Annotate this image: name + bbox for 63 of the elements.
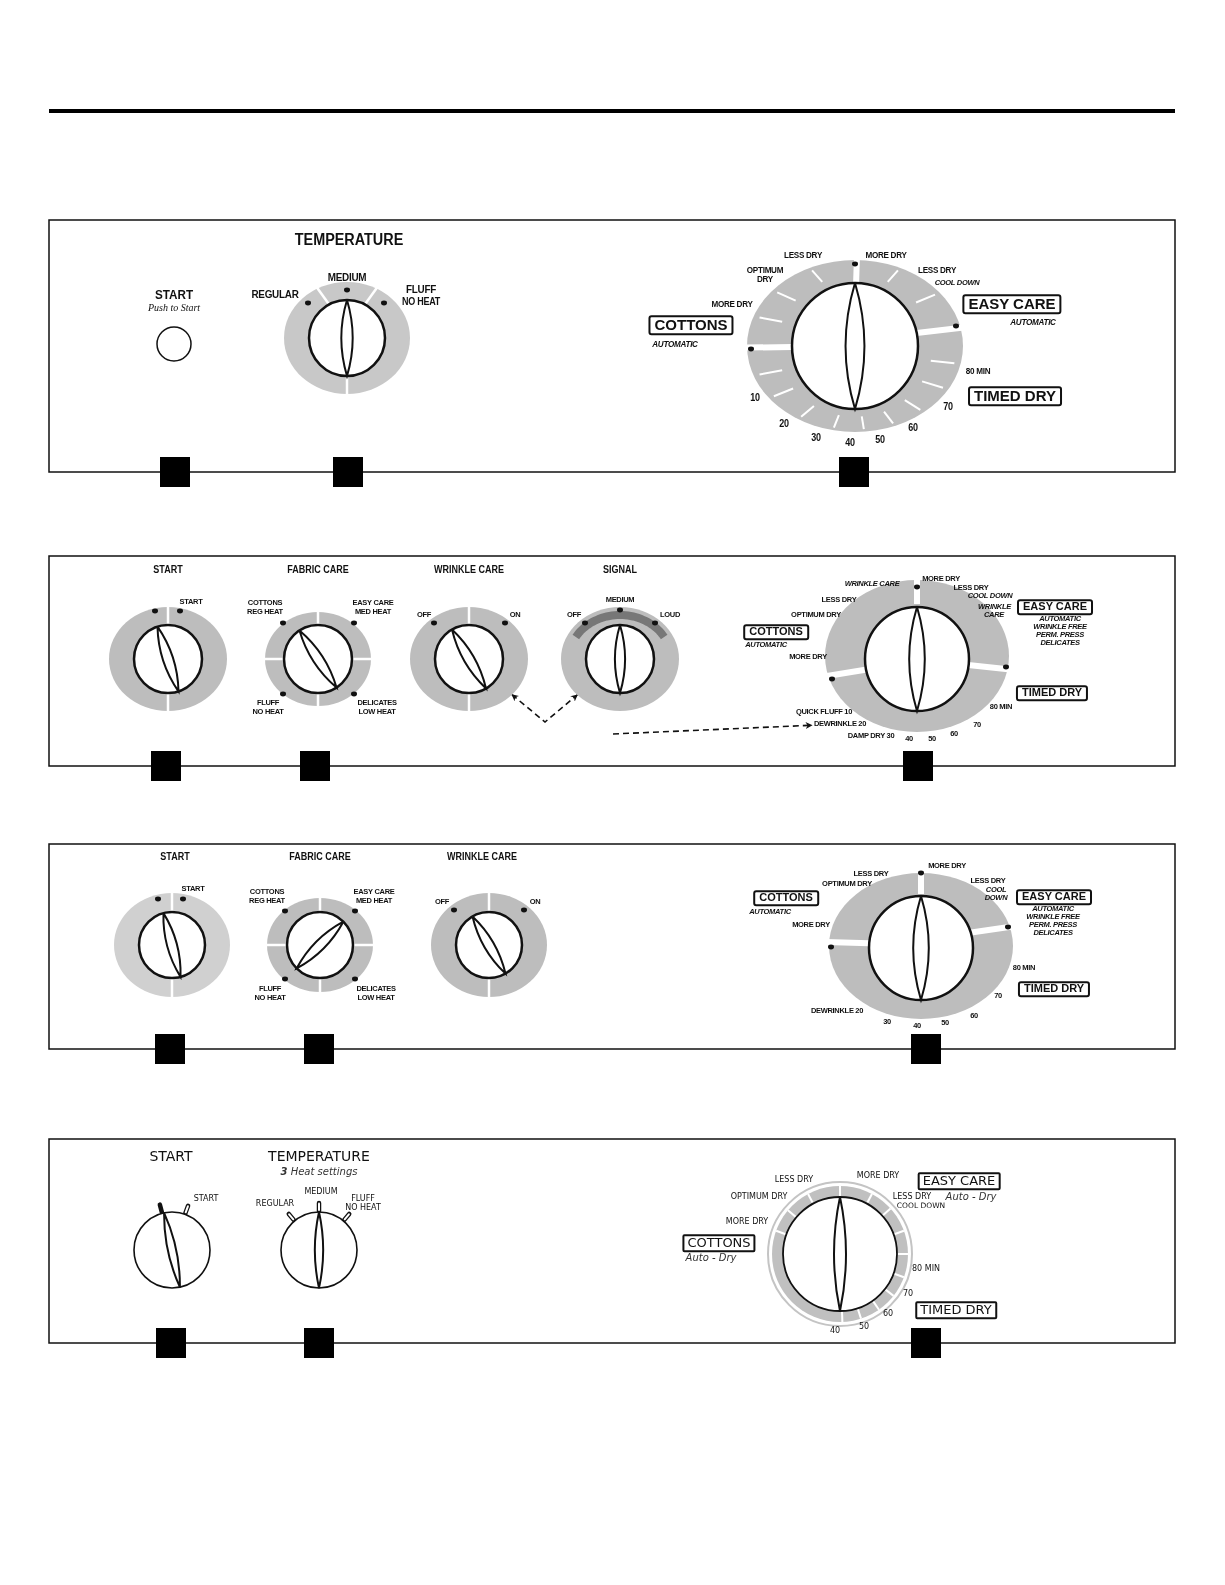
control-heading: START bbox=[153, 563, 183, 575]
cycle-label: TIMED DRY bbox=[915, 1301, 997, 1319]
time-mark: 60 bbox=[908, 422, 918, 434]
setting-label: NO HEAT bbox=[345, 1203, 381, 1213]
time-mark: 50 bbox=[858, 1322, 870, 1332]
time-mark: 30 bbox=[811, 432, 821, 444]
setting-label: LESS DRY bbox=[917, 266, 957, 276]
control-heading: WRINKLE CARE bbox=[447, 850, 517, 862]
setting-label: MORE DRY bbox=[865, 251, 907, 261]
setting-label: FLUFF bbox=[406, 284, 436, 296]
time-mark: 40 bbox=[845, 437, 855, 449]
setting-label: MORE DRY bbox=[725, 1217, 769, 1227]
setting-label: 80 MIN bbox=[912, 1264, 940, 1274]
setting-note: AUTOMATIC bbox=[1010, 318, 1056, 328]
time-mark: 20 bbox=[779, 418, 789, 430]
time-mark: 70 bbox=[943, 401, 953, 413]
setting-label: LESS DRY bbox=[774, 1175, 814, 1185]
setting-label: MEDIUM bbox=[327, 272, 367, 284]
button-note: Push to Start bbox=[147, 302, 201, 314]
setting-note: 3 Heat settings bbox=[280, 1166, 358, 1178]
cycle-label: EASY CARE bbox=[962, 294, 1062, 314]
setting-label: FLUFF bbox=[351, 1194, 375, 1203]
setting-label: TEMPERATURE bbox=[268, 1148, 370, 1164]
time-mark: 70 bbox=[902, 1289, 914, 1299]
setting-note: Auto - Dry bbox=[945, 1191, 997, 1203]
cycle-label: EASY CARE bbox=[917, 1172, 1001, 1190]
setting-label: START bbox=[149, 1148, 193, 1164]
control-heading: FABRIC CARE bbox=[289, 850, 351, 862]
cycle-label: TIMED DRY bbox=[1017, 981, 1091, 997]
time-mark: 40 bbox=[829, 1326, 841, 1336]
time-mark: 50 bbox=[875, 434, 885, 446]
setting-note: Auto - Dry bbox=[685, 1252, 737, 1264]
cycle-label: COTTONS bbox=[648, 315, 734, 335]
time-mark: 60 bbox=[882, 1309, 894, 1319]
control-heading: START bbox=[160, 850, 190, 862]
cycle-label: TIMED DRY bbox=[1015, 685, 1089, 701]
cycle-label: EASY CARE bbox=[1016, 889, 1092, 905]
setting-label: MEDIUM bbox=[304, 1187, 338, 1197]
dashed-arrow bbox=[612, 722, 813, 735]
control-heading: WRINKLE CARE bbox=[434, 563, 504, 575]
setting-label: NO HEAT bbox=[402, 296, 440, 308]
cycle-label: COTTONS bbox=[682, 1234, 756, 1252]
setting-label: OPTIMUM DRY bbox=[730, 1192, 788, 1202]
time-mark: 10 bbox=[750, 392, 760, 404]
cycle-label: EASY CARE bbox=[1017, 599, 1093, 615]
dashed-arrow bbox=[511, 693, 579, 724]
cycle-label: TIMED DRY bbox=[968, 386, 1062, 406]
setting-label: MORE DRY bbox=[856, 1171, 900, 1181]
setting-label: LESS DRY bbox=[783, 251, 823, 261]
cycle-label: COTTONS bbox=[743, 624, 809, 640]
setting-label: MORE DRY bbox=[711, 300, 753, 310]
control-heading: TEMPERATURE bbox=[294, 231, 404, 249]
control-heading: START bbox=[154, 286, 194, 302]
setting-label: 80 MIN bbox=[965, 367, 991, 377]
cycle-label: COTTONS bbox=[753, 890, 819, 906]
control-heading: FABRIC CARE bbox=[287, 563, 349, 575]
setting-label: REGULAR bbox=[255, 1199, 295, 1209]
setting-label: START bbox=[193, 1194, 219, 1204]
setting-label: REGULAR bbox=[251, 289, 299, 301]
setting-label: LESS DRY bbox=[892, 1192, 932, 1202]
setting-label: OPTIMUM DRY bbox=[745, 265, 785, 285]
setting-note: AUTOMATIC bbox=[652, 340, 698, 350]
control-heading: SIGNAL bbox=[603, 563, 637, 575]
